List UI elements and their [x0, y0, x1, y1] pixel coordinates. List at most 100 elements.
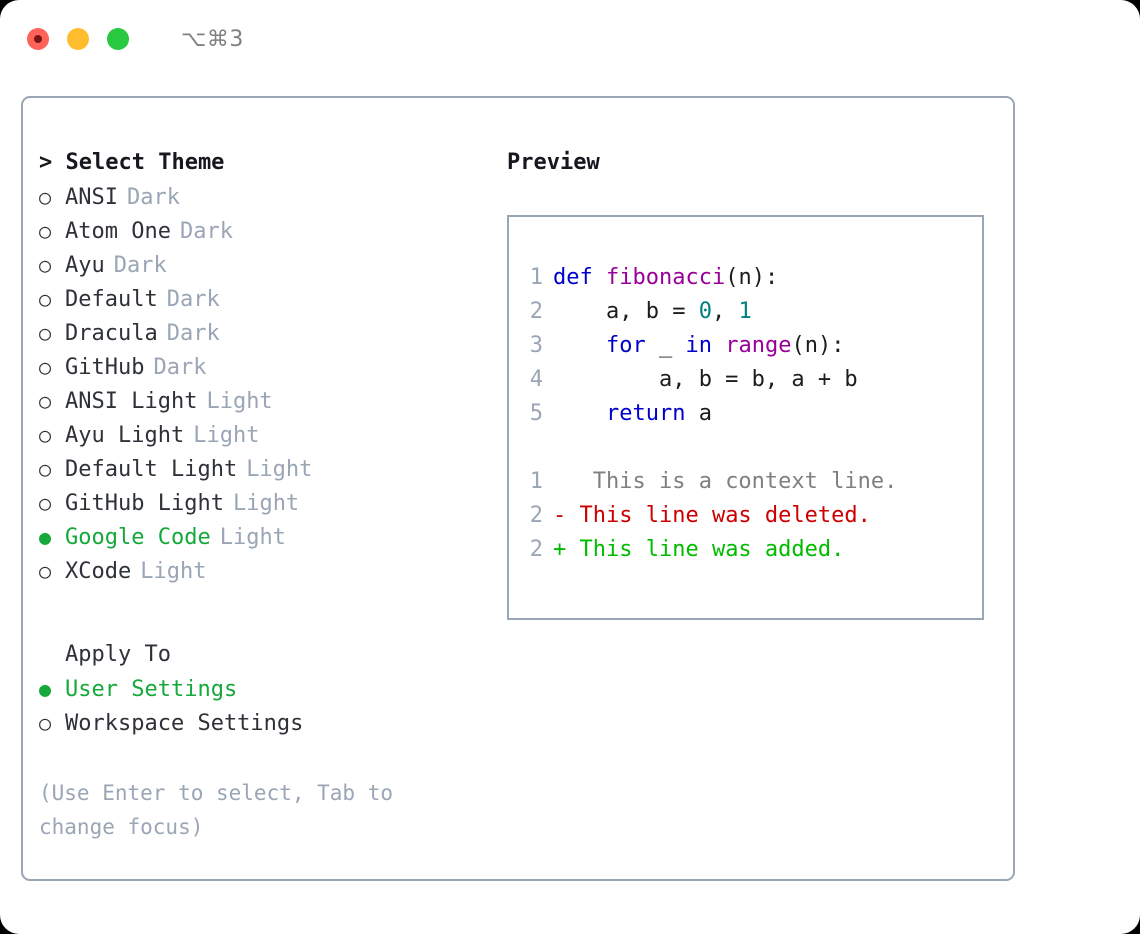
line-number: 3	[529, 333, 543, 358]
preview-header: Preview	[507, 150, 600, 175]
theme-option-variant: Light	[246, 457, 313, 482]
code-token-plain: (n):	[725, 265, 779, 290]
code-line-text: a, b = 0, 1	[553, 295, 752, 329]
code-token-num: 1	[738, 299, 752, 324]
radio-unselected-icon: ○	[39, 559, 52, 583]
theme-option-label: Atom One	[65, 219, 171, 244]
code-line-text: return a	[553, 397, 712, 431]
theme-option-variant: Dark	[166, 321, 220, 346]
window-title-shortcut: ⌥⌘3	[181, 26, 244, 52]
theme-option-label: GitHub	[65, 355, 145, 380]
line-number: 4	[529, 367, 543, 392]
apply-to-list: ● User Settings ○ Workspace Settings	[39, 672, 491, 740]
line-number: 5	[529, 401, 543, 426]
code-token-plain: a	[685, 401, 712, 426]
radio-unselected-icon: ○	[39, 711, 52, 735]
radio-unselected-icon: ○	[39, 321, 52, 345]
theme-option-variant: Dark	[113, 253, 167, 278]
theme-option-variant: Light	[206, 389, 273, 414]
theme-option-variant: Dark	[179, 219, 233, 244]
code-token-plain	[712, 333, 725, 358]
theme-option-ayu[interactable]: ○ Ayu Dark	[39, 248, 491, 282]
theme-option-label: Ayu	[65, 253, 105, 278]
radio-unselected-icon: ○	[39, 253, 52, 277]
code-line: 3 for _ in range(n):	[509, 329, 982, 363]
title-bar: ⌥⌘3	[0, 0, 1140, 78]
apply-to-option-user-settings[interactable]: ● User Settings	[39, 672, 491, 706]
theme-option-variant: Light	[232, 491, 300, 516]
radio-unselected-icon: ○	[39, 423, 52, 447]
apply-to-option-workspace-settings[interactable]: ○ Workspace Settings	[39, 706, 491, 740]
diff-line: 1 This is a context line.	[509, 465, 982, 499]
diff-marker: +	[553, 537, 567, 562]
theme-option-label: Default	[65, 287, 158, 312]
diff-marker	[553, 465, 566, 499]
close-icon	[34, 35, 42, 43]
apply-to-option-label: User Settings	[65, 677, 238, 702]
theme-option-github-light[interactable]: ○ GitHub Light Light	[39, 486, 491, 520]
radio-unselected-icon: ○	[39, 355, 52, 379]
diff-line-text: This line was added.	[566, 537, 845, 562]
radio-unselected-icon: ○	[39, 457, 52, 481]
close-button[interactable]	[27, 28, 49, 50]
line-number: 1	[529, 469, 543, 494]
code-line: 2 a, b = 0, 1	[509, 295, 982, 329]
code-token-kw: return	[605, 401, 686, 426]
theme-option-google-code[interactable]: ● Google Code Light	[39, 520, 491, 554]
keyboard-hint: (Use Enter to select, Tab to change focu…	[39, 781, 406, 839]
radio-unselected-icon: ○	[39, 389, 52, 413]
theme-option-label: GitHub Light	[65, 491, 224, 516]
theme-option-github[interactable]: ○ GitHub Dark	[39, 350, 491, 384]
diff-spacer	[509, 431, 982, 465]
code-token-plain	[553, 401, 606, 426]
theme-option-variant: Dark	[153, 355, 207, 380]
section-spacer	[39, 588, 491, 638]
diff-line-text: This line was deleted.	[566, 503, 871, 528]
code-token-plain: ,	[711, 299, 739, 324]
diff-line: 2- This line was deleted.	[509, 499, 982, 533]
traffic-light-controls	[27, 28, 129, 50]
radio-selected-icon: ●	[39, 677, 52, 701]
diff-line: 2 + This line was added.	[509, 533, 982, 567]
select-theme-header: > Select Theme	[39, 150, 225, 175]
radio-unselected-icon: ○	[39, 491, 52, 515]
apply-to-option-label: Workspace Settings	[65, 711, 304, 736]
radio-unselected-icon: ○	[39, 287, 52, 311]
code-line-text: for _ in range(n):	[553, 329, 844, 363]
line-number: 2	[529, 503, 543, 528]
radio-selected-icon: ●	[39, 525, 52, 549]
theme-option-variant: Light	[219, 525, 286, 550]
theme-option-label: Google Code	[65, 525, 211, 550]
diff-marker: -	[553, 503, 567, 528]
code-token-plain: _	[645, 333, 686, 358]
line-number: 2	[529, 537, 543, 562]
code-token-num: 0	[698, 299, 712, 324]
theme-option-variant: Dark	[126, 185, 180, 210]
minimize-button[interactable]	[67, 28, 89, 50]
apply-to-header: Apply To	[65, 642, 171, 667]
code-token-plain: (n):	[791, 333, 845, 358]
theme-option-dracula[interactable]: ○ Dracula Dark	[39, 316, 491, 350]
code-token-fn: fibonacci	[605, 265, 726, 290]
code-token-fn: range	[725, 333, 792, 358]
code-token-plain	[553, 333, 606, 358]
code-line-text: def fibonacci(n):	[553, 261, 778, 295]
zoom-button[interactable]	[107, 28, 129, 50]
code-token-plain: a, b = b, a + b	[553, 367, 858, 392]
diff-line-text: This is a context line.	[566, 469, 898, 494]
theme-option-label: Dracula	[65, 321, 158, 346]
code-token-kw: for	[605, 333, 646, 358]
